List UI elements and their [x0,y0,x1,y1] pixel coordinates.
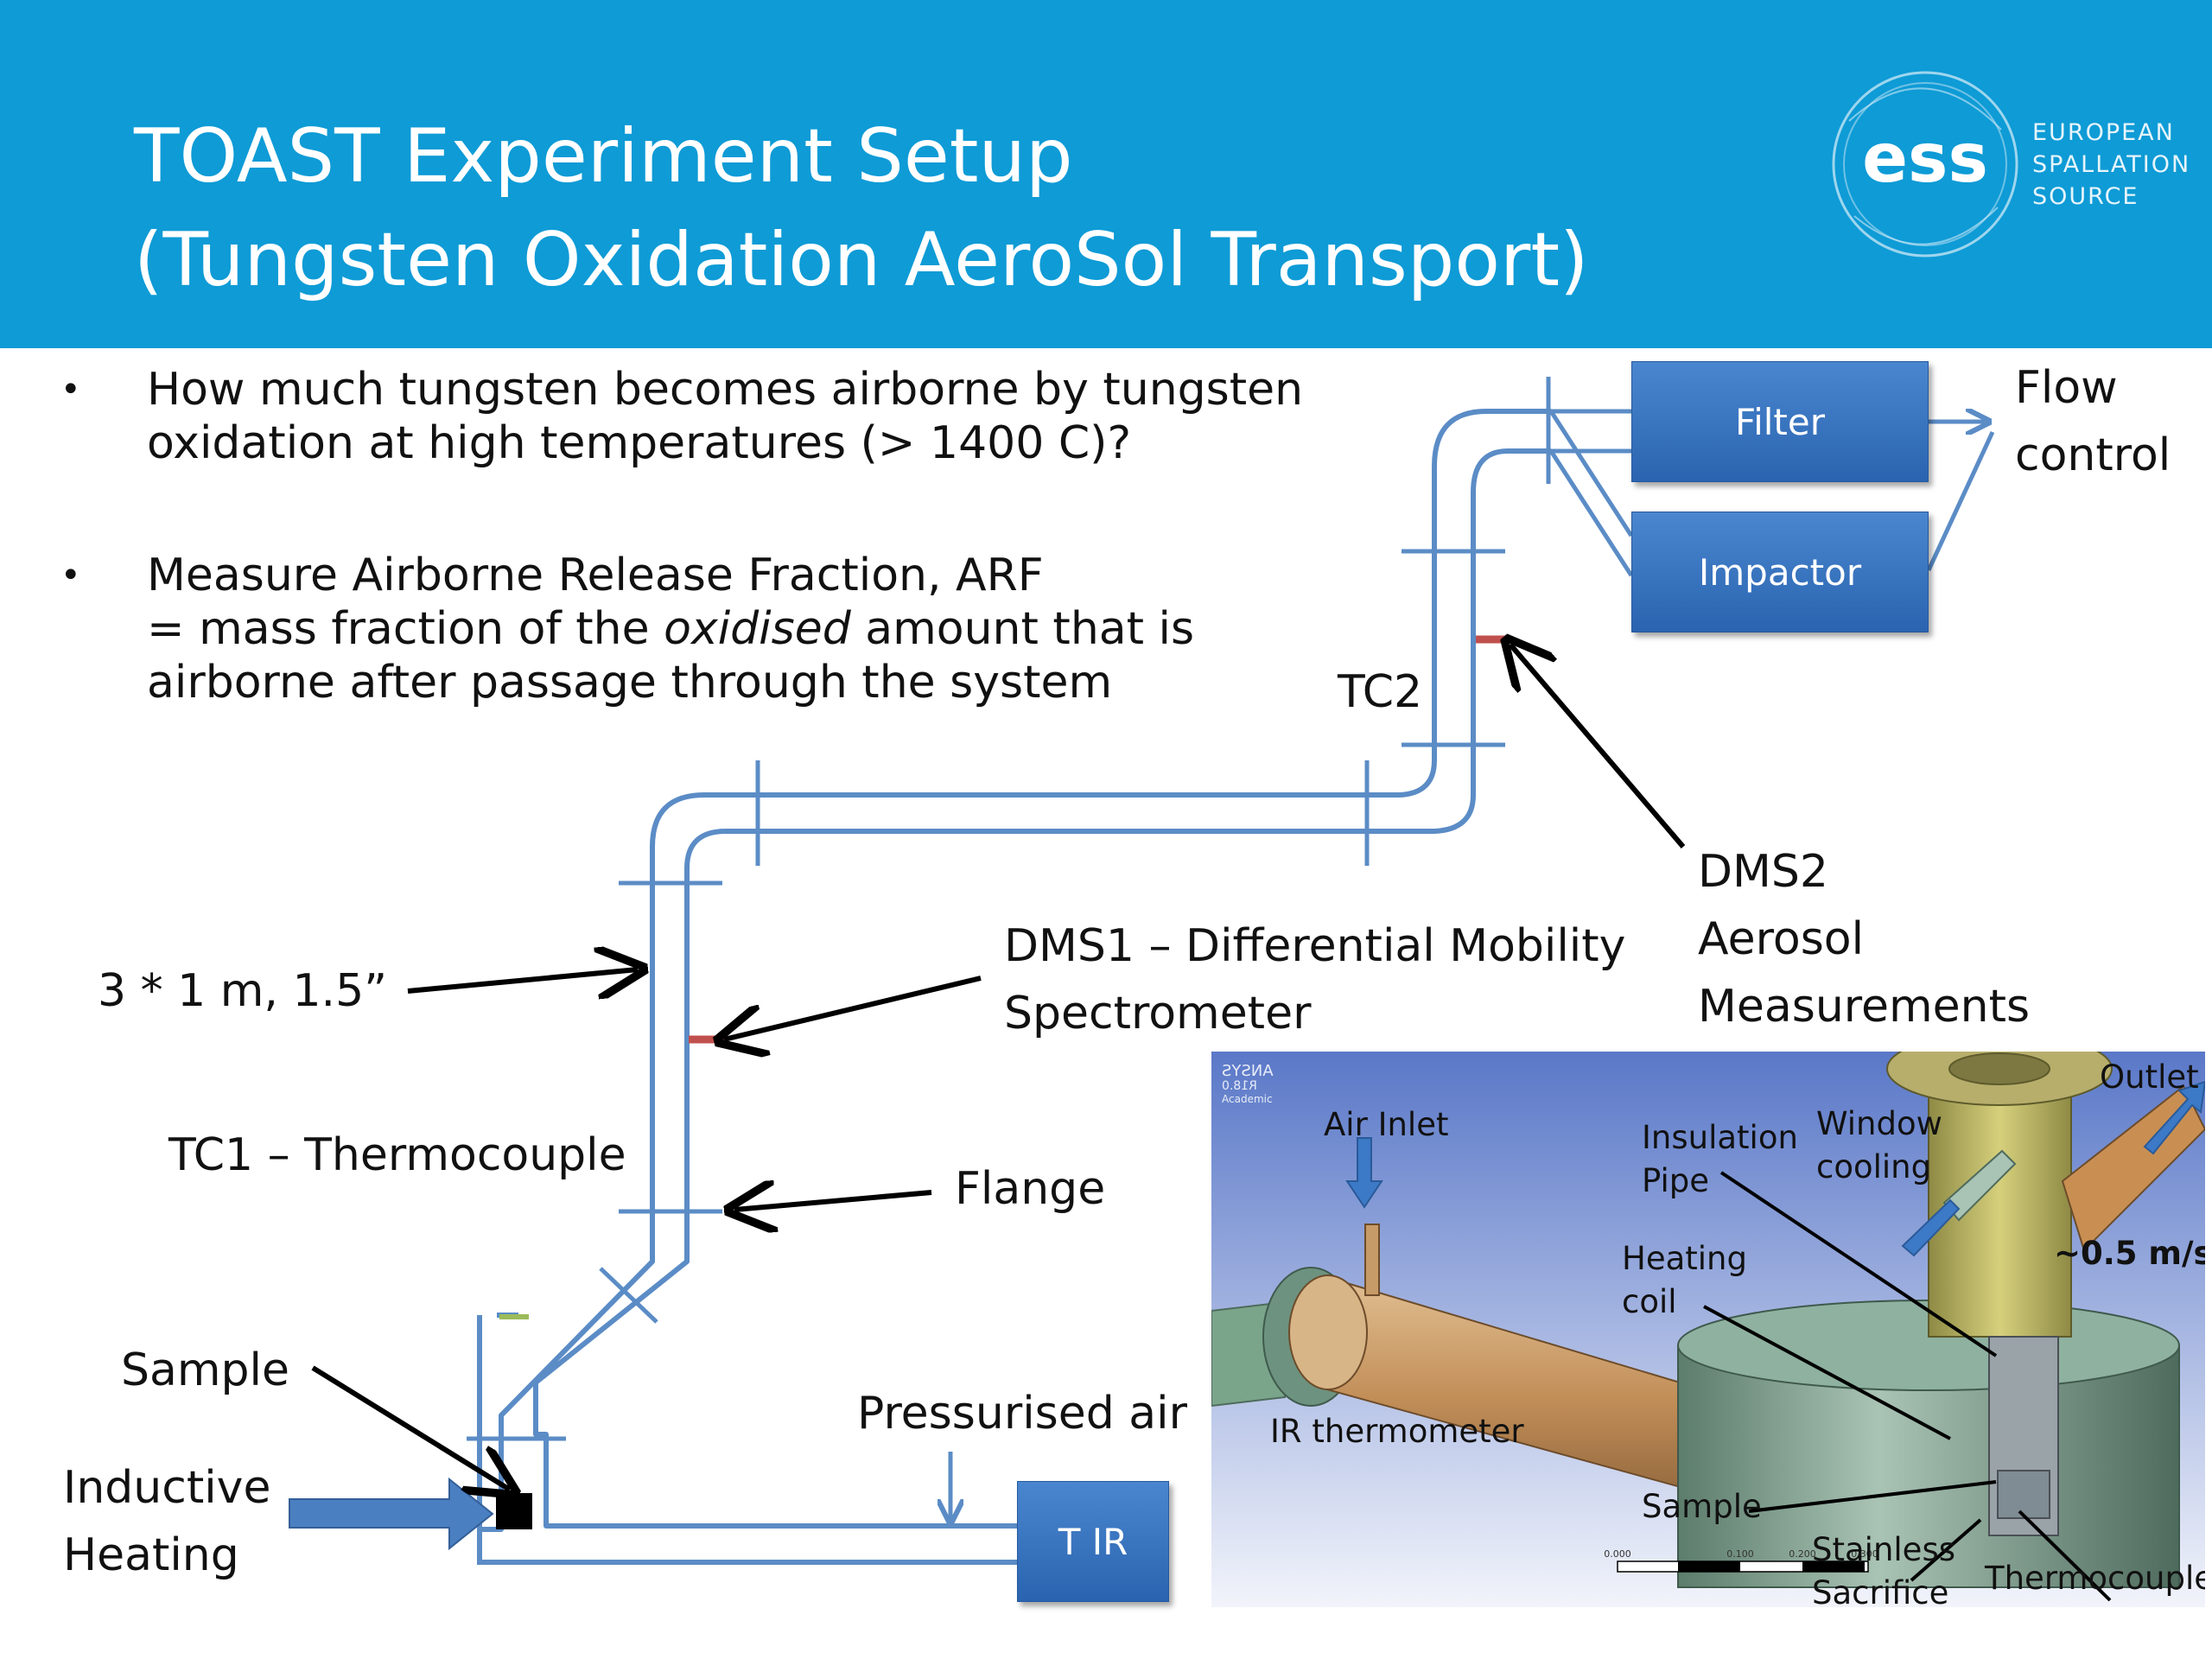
bullet-2-line2: = mass fraction of the oxidised amount t… [147,603,1195,655]
stainless-label-2: Sacrifice [1812,1574,1949,1607]
ansys-watermark-1: ANSYS [1222,1062,1274,1080]
scale-tick: 0.100 [1726,1548,1754,1560]
dms2-label-1: DMS2 [1698,846,1828,898]
heating-label-1: Inductive [63,1462,271,1514]
scale-tick: 0.000 [1604,1548,1631,1560]
window-label-1: Window [1816,1105,1942,1142]
tc1-label: TC1 – Thermocouple [168,1129,626,1181]
heating-label-2: Heating [63,1529,239,1581]
dms2-label-2: Aerosol [1698,913,1865,965]
logo-text: EUROPEAN SPALLATION SOURCE [2032,117,2190,213]
ansys-watermark-3: Academic [1222,1093,1273,1105]
bullet-1-line2: oxidation at high temperatures (> 1400 C… [147,417,1132,469]
scale-tick: 0.200 [1789,1548,1816,1560]
slide-title-line2: (Tungsten Oxidation AeroSol Transport) [134,217,1589,303]
scale-tick: 0.300 [1851,1548,1878,1560]
branch-lines [950,411,1995,1521]
window-label-2: cooling [1816,1148,1932,1185]
air-inlet-label: Air Inlet [1324,1106,1449,1143]
bullet-2-line3: airborne after passage through the syste… [147,657,1113,709]
ess-logo: ess [1832,71,2018,257]
flanges [467,377,1551,1441]
ess-logo-mark: ess [1862,120,1988,198]
annotation-arrows [311,645,1686,1490]
dms1-label-1: DMS1 – Differential Mobility [1004,920,1626,972]
insulation-label-2: Pipe [1642,1162,1710,1199]
dms1-label-2: Spectrometer [1004,988,1312,1039]
tc2-label: TC2 [1338,666,1423,718]
filter-box: Filter [1631,361,1929,482]
flow-label-1: Flow [2015,362,2118,414]
pipe-length-label: 3 * 1 m, 1.5” [98,965,388,1017]
logo-line1: EUROPEAN [2032,119,2175,146]
velocity-label: ~0.5 m/s [2054,1235,2205,1272]
outlet-label: Outlet [2100,1058,2199,1096]
logo-line3: SOURCE [2032,183,2139,210]
heating-coil-label-2: coil [1622,1283,1677,1320]
slide-title-line1: TOAST Experiment Setup [134,113,1073,200]
sample-block [496,1493,532,1529]
ir-thermometer-label: IR thermometer [1270,1413,1524,1450]
ansys-geometry: 0.000 0.100 0.200 0.300 [1211,1052,2205,1607]
title-banner: TOAST Experiment Setup (Tungsten Oxidati… [0,0,2212,348]
bullet-1-line1: How much tungsten becomes airborne by tu… [147,364,1304,416]
sample-label: Sample [121,1344,289,1396]
flange-label: Flange [955,1163,1106,1215]
t-ir-box: T IR [1017,1481,1169,1602]
logo-line2: SPALLATION [2032,151,2191,178]
ansys-render: 0.000 0.100 0.200 0.300 ANSYS R18.0 Acad… [1211,1052,2205,1607]
bullet-2-line1: Measure Airborne Release Fraction, ARF [147,550,1044,601]
heating-coil-label-1: Heating [1622,1240,1747,1277]
sim-sample-label: Sample [1642,1488,1762,1525]
impactor-box: Impactor [1631,512,1929,632]
thermocouple-label: Thermocouple [1985,1560,2205,1597]
heating-arrow [289,1477,494,1551]
dms2-label-3: Measurements [1698,981,2031,1033]
insulation-label-1: Insulation [1642,1119,1798,1156]
ansys-watermark-2: R18.0 [1222,1079,1257,1093]
stainless-label-1: Stainless [1812,1531,1955,1568]
bullet-dot: • [60,370,81,410]
flow-label-2: control [2015,429,2171,481]
bullet-dot: • [60,556,81,595]
pressurised-air-label: Pressurised air [857,1388,1187,1440]
scale-bar: 0.000 0.100 0.200 0.300 [1604,1548,1878,1573]
